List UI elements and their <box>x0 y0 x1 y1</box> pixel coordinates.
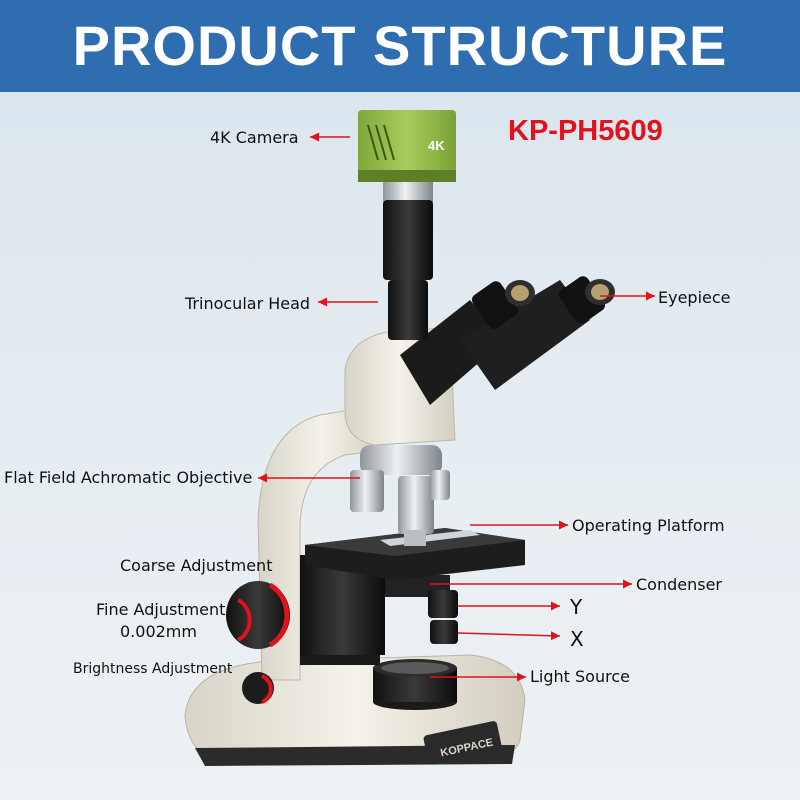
label-condenser: Condenser <box>636 575 722 594</box>
focus-knobs <box>226 581 290 704</box>
label-operating-platform: Operating Platform <box>572 516 725 535</box>
label-trinocular-head: Trinocular Head <box>185 294 311 313</box>
camera-badge: 4K <box>428 138 445 153</box>
trinocular-head <box>344 276 615 446</box>
label-4k-camera: 4K Camera <box>210 128 299 147</box>
camera-body <box>358 110 456 182</box>
page-title: PRODUCT STRUCTURE <box>72 14 728 77</box>
label-eyepiece: Eyepiece <box>658 288 731 307</box>
condenser-unit <box>380 575 458 644</box>
label-coarse-adjustment: Coarse Adjustment <box>120 556 273 575</box>
label-axis-x: X <box>570 627 584 651</box>
label-fine-adjustment: Fine Adjustment <box>96 600 226 619</box>
model-number: KP-PH5609 <box>508 115 663 147</box>
pointer-arrows <box>258 132 655 682</box>
label-axis-y: Y <box>570 595 583 619</box>
objectives <box>350 445 450 546</box>
camera-adapter <box>383 180 433 340</box>
label-brightness-adjustment: Brightness Adjustment <box>73 661 233 677</box>
title-banner <box>0 0 800 92</box>
label-light-source: Light Source <box>530 667 630 686</box>
label-objective: Flat Field Achromatic Objective <box>4 468 253 487</box>
light-source-unit <box>373 659 457 710</box>
label-fine-value: 0.002mm <box>120 622 197 641</box>
